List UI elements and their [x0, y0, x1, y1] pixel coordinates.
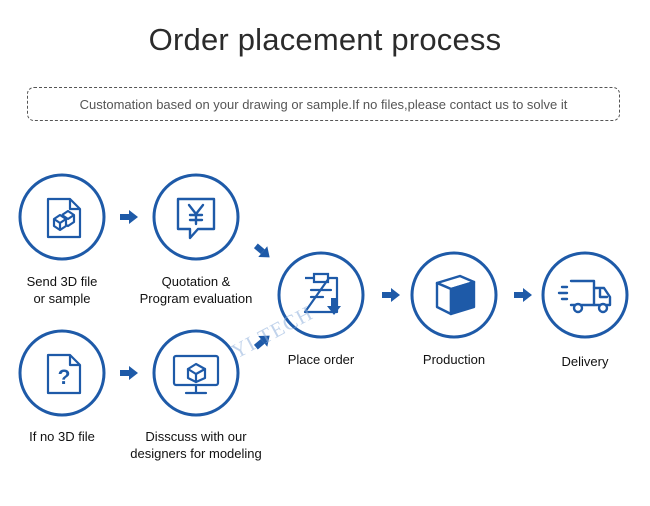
- label-place-order-line1: Place order: [287, 352, 355, 367]
- yen-chat-icon: [176, 197, 216, 240]
- label-production: Production: [399, 351, 509, 368]
- step-quotation: [152, 173, 240, 261]
- page-title: Order placement process: [148, 22, 502, 57]
- step-delivery: [541, 251, 629, 339]
- step-place-order: [277, 251, 365, 339]
- step-send-3d-file: [18, 173, 106, 261]
- step-production: [410, 251, 498, 339]
- label-discuss-line1: Disscuss with our: [145, 429, 247, 444]
- truck-icon: [557, 279, 612, 314]
- label-delivery: Delivery: [535, 353, 635, 370]
- step-no-3d-file: ?: [18, 329, 106, 417]
- label-discuss-line2: designers for modeling: [130, 446, 262, 461]
- subtitle-text: Customation based on your drawing or sam…: [79, 96, 568, 112]
- label-send-3d-line1: Send 3D file: [26, 274, 98, 289]
- label-no-3d: If no 3D file: [2, 428, 122, 445]
- subtitle-box: Customation based on your drawing or sam…: [27, 87, 620, 121]
- step-discuss: [152, 329, 240, 417]
- arrow-order-to-production: [382, 288, 400, 302]
- label-send-3d: Send 3D file or sample: [2, 273, 122, 307]
- svg-text:?: ?: [58, 366, 71, 389]
- question-file-icon: ?: [46, 353, 82, 395]
- box-icon: [435, 274, 476, 316]
- order-document-icon: [303, 272, 341, 315]
- label-send-3d-line2: or sample: [33, 291, 91, 306]
- arrow-production-to-delivery: [514, 288, 532, 302]
- label-quotation-line2: Program evaluation: [139, 291, 253, 306]
- label-place-order: Place order: [266, 351, 376, 368]
- arrow-no3d-to-discuss: [120, 366, 138, 380]
- arrow-quotation-to-order: [251, 240, 275, 263]
- label-no-3d-line1: If no 3D file: [29, 429, 95, 444]
- label-production-line1: Production: [422, 352, 486, 367]
- label-delivery-line1: Delivery: [561, 354, 609, 369]
- label-discuss: Disscuss with our designers for modeling: [116, 428, 276, 462]
- label-quotation-line1: Quotation &: [161, 274, 231, 289]
- label-quotation: Quotation & Program evaluation: [126, 273, 266, 307]
- arrow-send-to-quotation: [120, 210, 138, 224]
- monitor-model-icon: [172, 354, 220, 395]
- 3d-file-icon: [46, 197, 82, 239]
